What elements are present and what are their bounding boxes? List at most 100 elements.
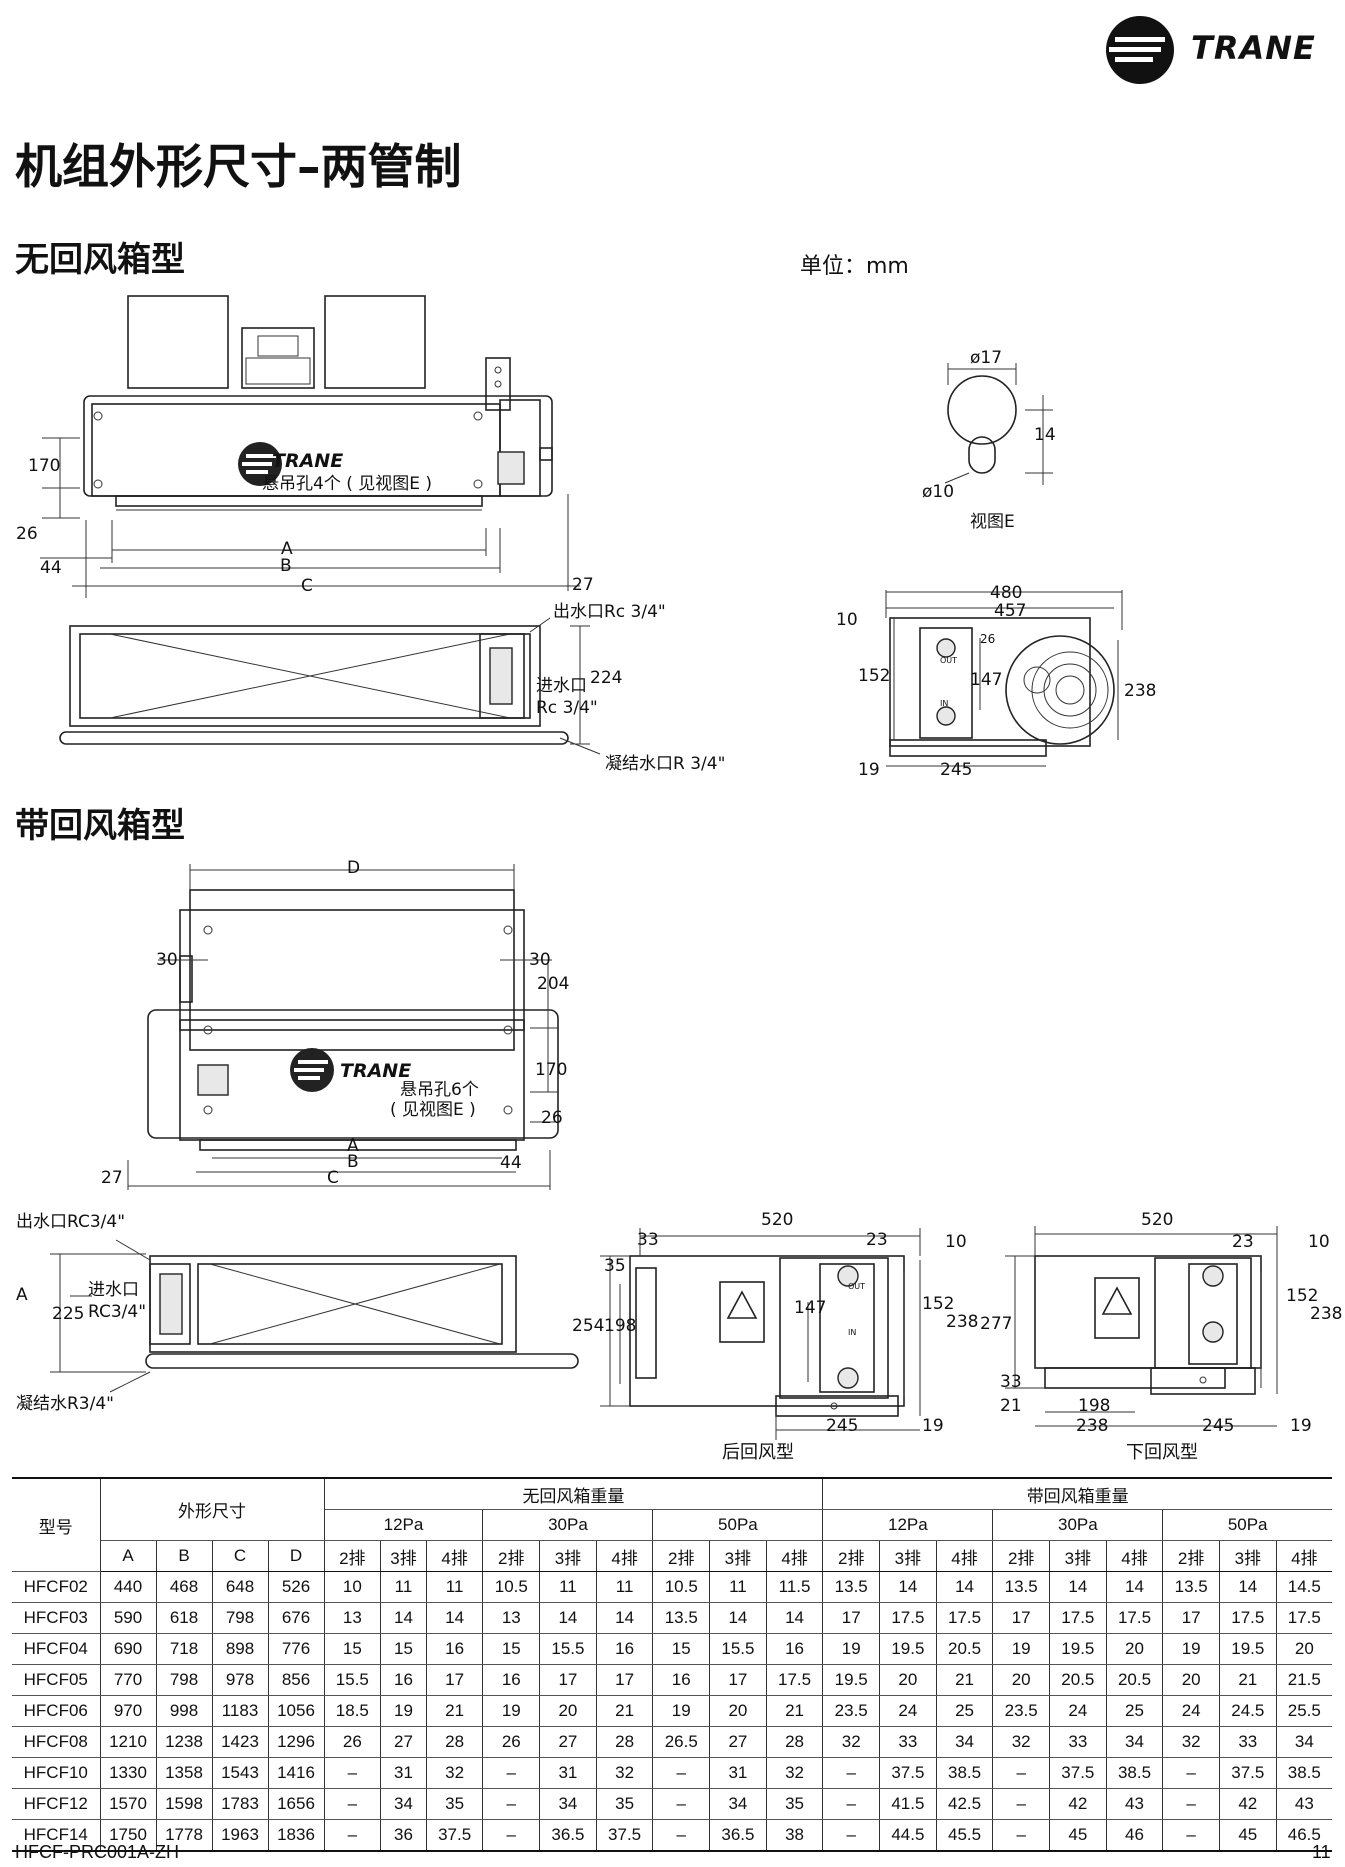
value-cell: 20 (539, 1695, 597, 1727)
value-cell: 37.5 (1219, 1757, 1277, 1789)
top-dim-b: B (347, 1152, 359, 1172)
th-model: 型号 (12, 1477, 101, 1572)
value-cell: 14 (1049, 1571, 1107, 1603)
value-cell: 978 (212, 1664, 269, 1696)
value-cell: 11 (596, 1571, 654, 1603)
value-cell: 15.5 (539, 1633, 597, 1665)
value-cell: 34 (709, 1788, 767, 1820)
th-weight-with-box: 带回风箱重量 (822, 1477, 1332, 1510)
bottom-dim-277: 277 (980, 1314, 1013, 1334)
value-cell: 14 (709, 1602, 767, 1634)
dim-26: 26 (16, 524, 38, 544)
bottom-dim-21: 21 (1000, 1396, 1022, 1416)
model-cell: HFCF12 (12, 1788, 101, 1820)
value-cell: 11 (539, 1571, 597, 1603)
value-cell: 676 (268, 1602, 325, 1634)
rear-in-label: IN (848, 1328, 857, 1337)
value-cell: 13.5 (652, 1602, 711, 1634)
value-cell: 590 (100, 1602, 157, 1634)
value-cell: 14 (1219, 1571, 1277, 1603)
value-cell: 970 (100, 1695, 157, 1727)
top-dim-30-right: 30 (529, 950, 551, 970)
th-pressure: 12Pa (324, 1509, 484, 1541)
value-cell: 42 (1219, 1788, 1277, 1820)
side-view-drawing-with-box (50, 1239, 579, 1393)
th-dim-b: B (156, 1540, 213, 1572)
value-cell: – (992, 1757, 1051, 1789)
value-cell: 1423 (212, 1726, 269, 1758)
value-cell: 526 (268, 1571, 325, 1603)
th-pressure: 12Pa (822, 1509, 994, 1541)
doc-code: HFCF-PRC001A-ZH (15, 1842, 180, 1862)
value-cell: 35 (596, 1788, 654, 1820)
value-cell: 43 (1106, 1788, 1164, 1820)
th-rows: 3排 (879, 1540, 937, 1572)
dim-a: A (281, 539, 293, 559)
value-cell: 15 (482, 1633, 541, 1665)
value-cell: 17.5 (1276, 1602, 1332, 1634)
value-cell: 33 (1049, 1726, 1107, 1758)
value-cell: 10.5 (652, 1571, 711, 1603)
value-cell: 37.5 (1049, 1757, 1107, 1789)
value-cell: 21.5 (1276, 1664, 1332, 1696)
value-cell: 17 (822, 1602, 881, 1634)
hang-hole-6-line2: ( 见视图E ) (390, 1100, 476, 1120)
brand-name: TRANE (1191, 29, 1316, 67)
th-rows: 3排 (380, 1540, 427, 1572)
end-dim-10: 10 (836, 610, 858, 630)
value-cell: – (652, 1788, 711, 1820)
value-cell: 16 (652, 1664, 711, 1696)
th-rows: 2排 (482, 1540, 541, 1572)
model-cell: HFCF14 (12, 1819, 101, 1852)
value-cell: 19.5 (1219, 1633, 1277, 1665)
value-cell: – (482, 1788, 541, 1820)
end-view-drawing-no-box (885, 590, 1123, 767)
view-e-dim-14: 14 (1034, 425, 1056, 445)
value-cell: 20 (879, 1664, 937, 1696)
th-rows: 4排 (596, 1540, 654, 1572)
value-cell: 25.5 (1276, 1695, 1332, 1727)
model-cell: HFCF06 (12, 1695, 101, 1727)
value-cell: 19.5 (879, 1633, 937, 1665)
rear-dim-520: 520 (761, 1210, 794, 1230)
value-cell: 16 (596, 1633, 654, 1665)
th-dim-a: A (100, 1540, 157, 1572)
end-dim-152: 152 (858, 666, 891, 686)
value-cell: 27 (709, 1726, 767, 1758)
rear-return-caption: 后回风型 (722, 1442, 794, 1463)
outlet-label: 出水口Rc 3/4" (553, 602, 666, 622)
value-cell: 28 (426, 1726, 484, 1758)
top-dim-170: 170 (535, 1060, 568, 1080)
value-cell: 11 (709, 1571, 767, 1603)
inlet-label-2: Rc 3/4" (536, 698, 598, 718)
bottom-dim-19: 19 (1290, 1416, 1312, 1436)
top-dim-44: 44 (500, 1153, 522, 1173)
value-cell: 19 (482, 1695, 541, 1727)
top-logo-text: TRANE (340, 1060, 412, 1082)
hang-hole-6-line1: 悬吊孔6个 (400, 1080, 479, 1100)
rear-dim-238: 238 (946, 1312, 979, 1332)
value-cell: 34 (539, 1788, 597, 1820)
dim-27: 27 (572, 575, 594, 595)
value-cell: 17.5 (1049, 1602, 1107, 1634)
value-cell: 19 (380, 1695, 427, 1727)
value-cell: 14 (426, 1602, 484, 1634)
bottom-dim-10: 10 (1308, 1232, 1330, 1252)
th-rows: 2排 (822, 1540, 881, 1572)
value-cell: 32 (426, 1757, 484, 1789)
value-cell: 38.5 (1276, 1757, 1332, 1789)
value-cell: 31 (539, 1757, 597, 1789)
page-title: 机组外形尺寸–两管制 (15, 140, 462, 195)
value-cell: 32 (766, 1757, 824, 1789)
value-cell: 19 (652, 1695, 711, 1727)
value-cell: 14 (539, 1602, 597, 1634)
value-cell: 24 (879, 1695, 937, 1727)
th-rows: 4排 (1276, 1540, 1332, 1572)
value-cell: 1296 (268, 1726, 325, 1758)
th-pressure: 30Pa (482, 1509, 654, 1541)
value-cell: 1656 (268, 1788, 325, 1820)
value-cell: 33 (879, 1726, 937, 1758)
end-dim-19: 19 (858, 760, 880, 780)
